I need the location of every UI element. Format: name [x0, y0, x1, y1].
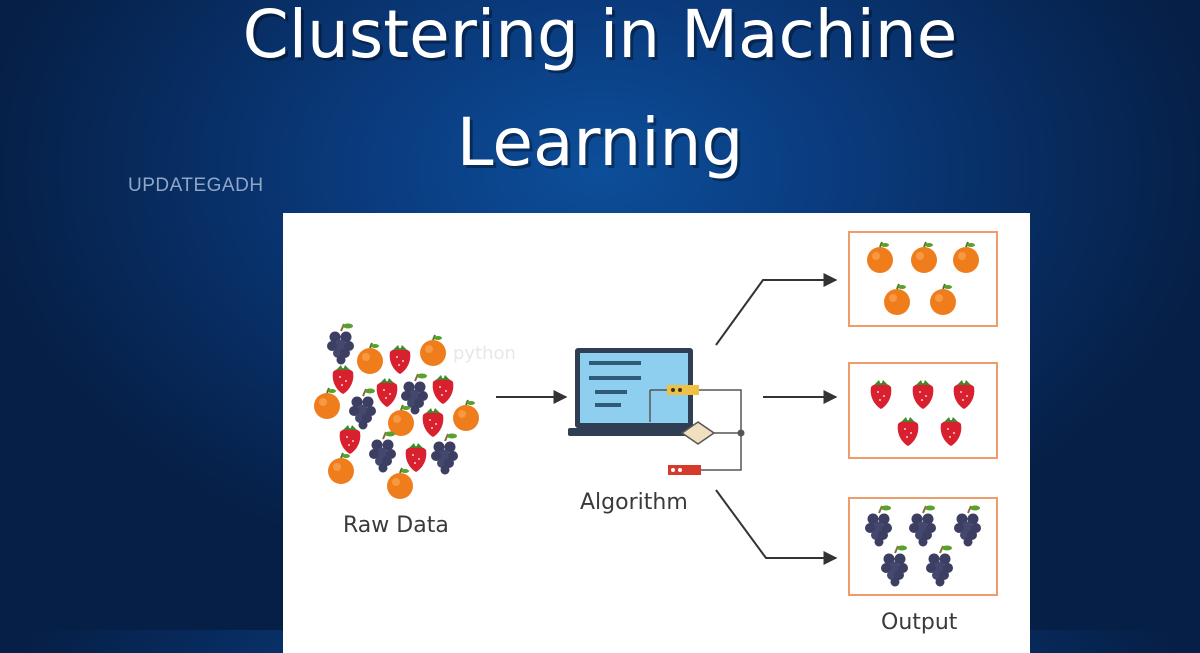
algorithm-computer-icon	[568, 348, 745, 475]
clustering-diagram: python Raw Data Algorithm Output	[283, 213, 1030, 653]
output-box-strawberries	[848, 362, 998, 459]
raw-data-label: Raw Data	[343, 513, 449, 538]
brand-label: UPDATEGADH	[128, 175, 264, 196]
algorithm-label: Algorithm	[580, 490, 688, 515]
diagram-graphics	[313, 231, 998, 596]
page-title-line-1: Clustering in Machine	[242, 0, 958, 73]
output-box-oranges	[848, 231, 998, 327]
output-box-grapes	[848, 497, 998, 596]
output-label: Output	[881, 610, 958, 635]
watermark-text: python	[453, 343, 516, 364]
page-title-line-2: Learning	[456, 104, 744, 181]
